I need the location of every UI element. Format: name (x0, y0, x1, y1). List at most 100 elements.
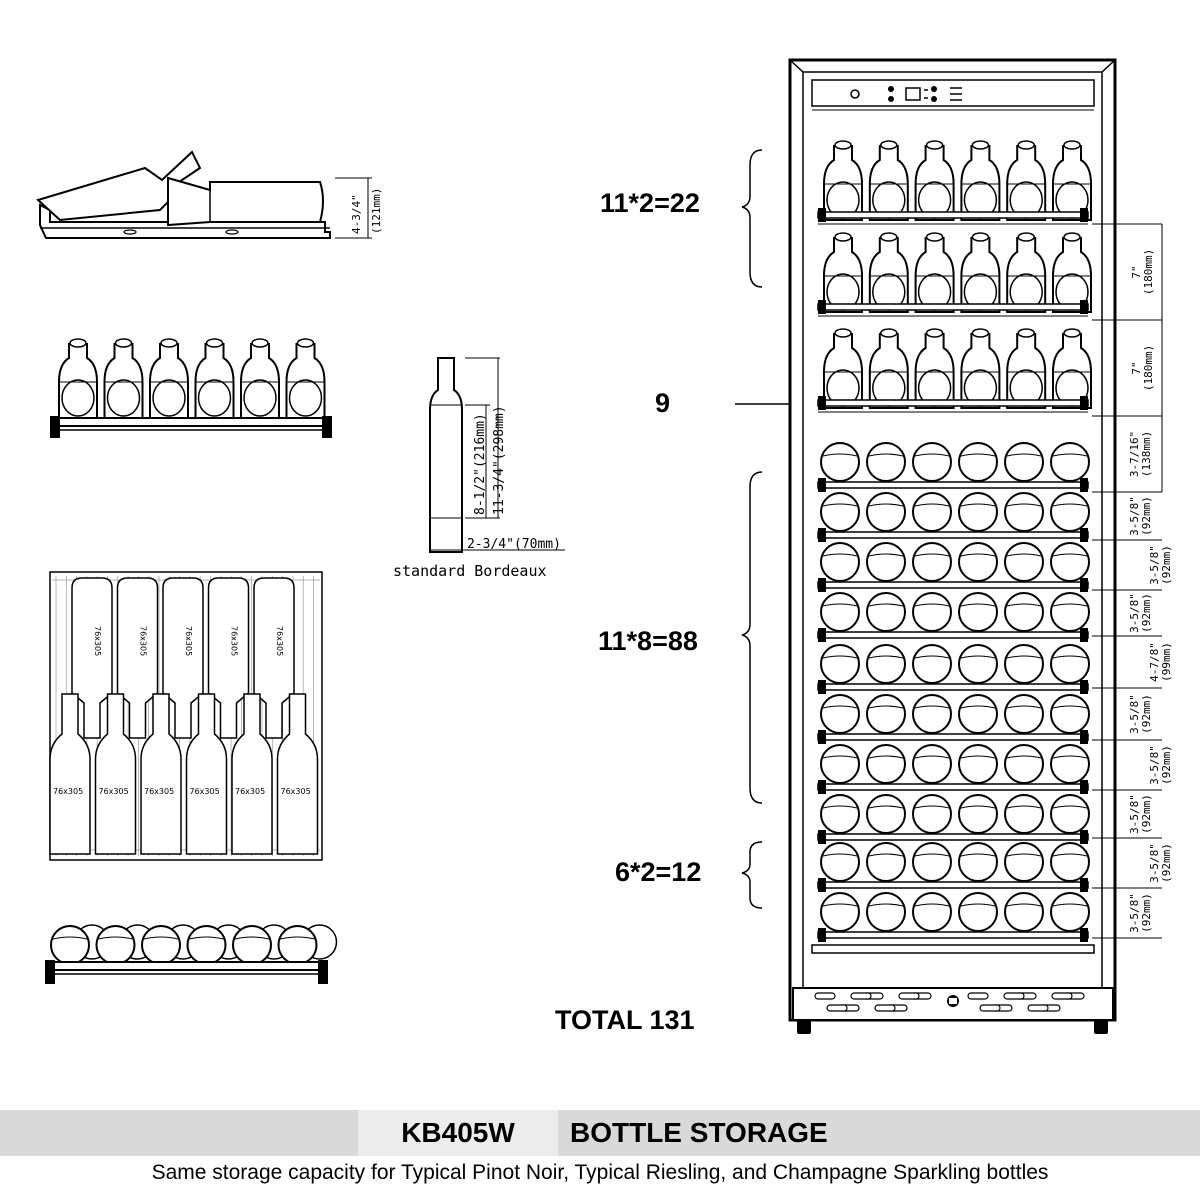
shelf-spacing-dimension: 7"(180mm) (1130, 249, 1155, 295)
cooler-lying-bottle (1004, 744, 1044, 784)
svg-text:76x305: 76x305 (190, 787, 220, 796)
cooler-upright-row (817, 328, 1092, 413)
upright-bottle (58, 338, 98, 419)
storage-caption: Same storage capacity for Typical Pinot … (151, 1161, 1049, 1184)
tilted-shelf-height-mm: (121mm) (370, 188, 383, 234)
cooler-lying-bottle (866, 592, 906, 632)
lying-bottle (50, 925, 90, 965)
svg-text:76x305: 76x305 (99, 787, 129, 796)
shelf-spacing-dimension: 3-7/16"(138mm) (1128, 431, 1153, 477)
cooler-lying-bottle (820, 644, 860, 684)
cooler-lying-bottle (820, 542, 860, 582)
shelf-spacing-dimension: 4-7/8"(99mm) (1148, 642, 1173, 682)
capacity-brackets (735, 149, 793, 909)
cooler-lying-bottle (1050, 892, 1090, 932)
top-view-bottle: 76x305 (231, 693, 273, 855)
spacing-inches: 7" (1130, 361, 1143, 374)
total-capacity-label: TOTAL 131 (555, 1005, 695, 1035)
cooler-lying-bottle (866, 644, 906, 684)
cooler-lying-bottle (1050, 442, 1090, 482)
shelf-spacing-dimension: 3-5/8"(92mm) (1148, 745, 1173, 785)
cooler-lying-bottle (912, 842, 952, 882)
cooler-lying-bottle (912, 744, 952, 784)
spacing-inches: 4-7/8" (1148, 642, 1161, 682)
bottle-storage-title: BOTTLE STORAGE (570, 1117, 828, 1148)
control-panel (850, 86, 962, 102)
cooler-lying-bottle (912, 794, 952, 834)
cooler-base-grille (792, 987, 1114, 1034)
cooler-lying-bottle (1050, 542, 1090, 582)
cooler-lying-bottle (1050, 694, 1090, 734)
cooler-lying-bottle (912, 492, 952, 532)
svg-text:76x305: 76x305 (139, 626, 148, 656)
spacing-inches: 3-5/8" (1148, 843, 1161, 883)
cooler-lying-bottle (866, 794, 906, 834)
cooler-lying-bottle (1004, 492, 1044, 532)
cooler-lying-bottle (958, 542, 998, 582)
spacing-mm: (138mm) (1140, 431, 1153, 477)
cooler-lying-bottle (912, 892, 952, 932)
footer-band (0, 1110, 1200, 1156)
top-view-bottle: 76x305 (94, 693, 137, 855)
cooler-lying-bottle (1050, 744, 1090, 784)
spacing-inches: 3-5/8" (1128, 694, 1141, 734)
cooler-lying-bottle (820, 892, 860, 932)
top-view-bottle: 76x305 (49, 693, 91, 855)
cooler-lying-bottle (1004, 644, 1044, 684)
bordeaux-total-height: 11-3/4"(298mm) (492, 405, 507, 515)
shelf-spacing-dimensions: 7"(180mm)7"(180mm)3-7/16"(138mm)3-5/8"(9… (1092, 223, 1173, 939)
cooler-lying-bottle (958, 694, 998, 734)
lying-bottle (277, 925, 318, 965)
cooler-upright-row (817, 232, 1092, 317)
shelf-spacing-dimension: 3-5/8"(92mm) (1128, 694, 1153, 734)
spacing-mm: (92mm) (1160, 545, 1173, 585)
spacing-mm: (92mm) (1140, 893, 1153, 933)
cooler-lying-bottle (912, 644, 952, 684)
upright-bottle (194, 338, 235, 419)
upright-bottle (240, 338, 280, 419)
cooler-lying-bottle (866, 842, 906, 882)
bordeaux-body-height: 8-1/2"(216mm) (473, 413, 488, 515)
cooler-lying-bottle (1004, 442, 1044, 482)
spacing-mm: (92mm) (1140, 694, 1153, 734)
top-view-bottle: 76x305 (276, 693, 319, 855)
cooler-lying-bottle (820, 694, 860, 734)
spacing-inches: 3-5/8" (1128, 593, 1141, 633)
cooler-lying-bottle (1050, 794, 1090, 834)
bordeaux-diameter: 2-3/4"(70mm) (467, 537, 561, 552)
tilted-shelf-height: 4-3/4" (350, 194, 363, 234)
spacing-inches: 3-5/8" (1148, 745, 1161, 785)
wine-cooler-front (788, 58, 1117, 1034)
model-box (358, 1110, 558, 1156)
spacing-inches: 3-7/16" (1128, 431, 1141, 477)
spacing-mm: (92mm) (1140, 794, 1153, 834)
spacing-inches: 7" (1130, 265, 1143, 278)
spacing-inches: 3-5/8" (1128, 893, 1141, 933)
tilted-shelf-view: 4-3/4" (121mm) (36, 150, 383, 239)
upright-bottle (149, 338, 189, 419)
bordeaux-bottle-drawing: 8-1/2"(216mm) 11-3/4"(298mm) 2-3/4"(70mm… (429, 357, 565, 553)
svg-text:76x305: 76x305 (230, 626, 239, 656)
cooler-lying-bottle (958, 794, 998, 834)
svg-text:76x305: 76x305 (93, 626, 102, 656)
cooler-lying-bottle (866, 492, 906, 532)
shelf-spacing-dimension: 3-5/8"(92mm) (1128, 496, 1153, 536)
lying-bottle (186, 925, 227, 965)
cooler-lying-bottle (866, 694, 906, 734)
spacing-mm: (92mm) (1160, 745, 1173, 785)
capacity-upper-label: 11*2=22 (600, 188, 700, 218)
top-view-bottle: 76x305 (140, 693, 182, 855)
cooler-lying-bottle (958, 842, 998, 882)
cooler-lying-bottle (1004, 892, 1044, 932)
shelf-spacing-dimension: 3-5/8"(92mm) (1128, 893, 1153, 933)
shelf-spacing-dimension: 3-5/8"(92mm) (1148, 545, 1173, 585)
cooler-lying-bottle (958, 644, 998, 684)
shelf-spacing-dimension: 3-5/8"(92mm) (1128, 593, 1153, 633)
capacity-bottom-label: 6*2=12 (615, 857, 702, 887)
cooler-lying-bottle (1004, 592, 1044, 632)
cooler-lying-bottle (912, 442, 952, 482)
shelf-spacing-dimension: 3-5/8"(92mm) (1148, 843, 1173, 883)
cooler-lying-bottle (958, 492, 998, 532)
shelf-spacing-dimension: 7"(180mm) (1130, 345, 1155, 391)
